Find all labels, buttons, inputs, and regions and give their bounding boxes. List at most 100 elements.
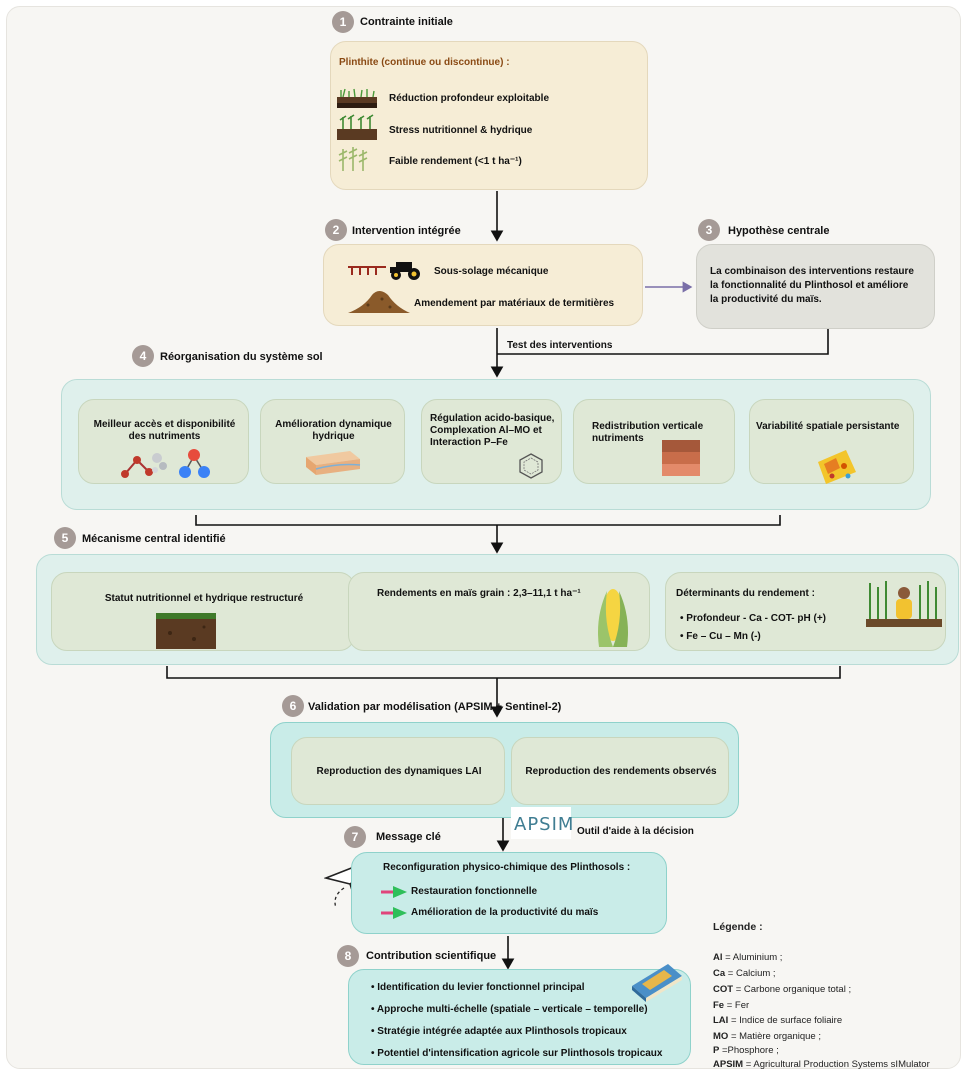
- step-title-3: Hypothèse centrale: [728, 225, 830, 237]
- legend-def: =Phosphore ;: [719, 1045, 779, 1056]
- card-lai-label: Reproduction des dynamiques LAI: [316, 766, 482, 777]
- constraint-item-1: Réduction profondeur exploitable: [389, 93, 550, 104]
- card-variabilite: Variabilité spatiale persistante: [749, 399, 914, 484]
- card-5-line-1: Variabilité spatiale persistante: [756, 421, 900, 432]
- contribution-bullet-3: • Stratégie intégrée adaptée aux Plintho…: [371, 1026, 627, 1037]
- intervention-item-2: Amendement par matériaux de termitières: [414, 298, 615, 309]
- determinants-title: Déterminants du rendement :: [676, 588, 815, 599]
- legend-item: MO = Matière organique ;: [713, 1031, 821, 1042]
- card-rendements-obs-label: Reproduction des rendements observés: [525, 766, 717, 777]
- hypothesis-line-3: la productivité du maïs.: [710, 294, 822, 305]
- card-1-line-2: des nutriments: [128, 431, 201, 442]
- contribution-item-1: Identification du levier fonctionnel pri…: [377, 982, 585, 993]
- water-molecule-icon: [177, 446, 211, 485]
- box-validation: Reproduction des dynamiques LAI Reproduc…: [270, 722, 739, 818]
- legend-def: = Calcium ;: [725, 968, 776, 979]
- step-badge-3: 3: [698, 219, 720, 241]
- legend-abbr: Ca: [713, 968, 726, 979]
- legend-def: = Indice de surface foliaire: [728, 1015, 843, 1026]
- legend-abbr: Fe: [713, 1000, 725, 1011]
- step-badge-4: 4: [132, 345, 154, 367]
- card-determinants: Déterminants du rendement : • Profondeur…: [665, 572, 946, 651]
- box-reorganisation: Meilleur accès et disponibilité des nutr…: [61, 379, 931, 510]
- step-title-1: Contrainte initiale: [360, 16, 453, 28]
- step-badge-1: 1: [332, 11, 354, 33]
- card-1-line-1: Meilleur accès et disponibilité: [93, 419, 236, 430]
- contribution-item-3: Stratégie intégrée adaptée aux Plinthoso…: [377, 1026, 627, 1037]
- legend-def: = Agricultural Production Systems sIMula…: [743, 1059, 930, 1070]
- legend-def: = Aluminium ;: [722, 952, 783, 963]
- card-3-line-2: Complexation Al–MO et: [430, 425, 542, 436]
- contribution-bullet-4: • Potentiel d'intensification agricole s…: [371, 1048, 663, 1059]
- card-redistribution: Redistribution verticale nutriments: [573, 399, 735, 484]
- corn-cob-icon: [593, 577, 633, 656]
- legend-item: Fe = Fer: [713, 1000, 749, 1011]
- card-rendements-label: Rendements en maïs grain : 2,3–11,1 t ha…: [377, 588, 581, 599]
- legend-item: Ca = Calcium ;: [713, 968, 776, 979]
- legend-abbr: LAI: [713, 1015, 729, 1026]
- book-icon: [628, 960, 684, 1007]
- card-hydrique: Amélioration dynamique hydrique: [260, 399, 405, 484]
- determinant-item-2: Fe – Cu – Mn (-): [686, 631, 761, 642]
- molecule-icon: [119, 448, 169, 485]
- card-statut: Statut nutritionnel et hydrique restruct…: [51, 572, 355, 651]
- legend-item: LAI = Indice de surface foliaire: [713, 1015, 842, 1026]
- card-4-line-1: Redistribution verticale: [592, 421, 704, 432]
- box-contrainte: Plinthite (continue ou discontinue) : Ré…: [330, 41, 648, 190]
- legend-item: APSIM = Agricultural Production Systems …: [713, 1059, 930, 1070]
- box-hypothese: La combinaison des interventions restaur…: [696, 244, 935, 329]
- bracket-4: [195, 515, 781, 526]
- legend-abbr: Al: [713, 952, 723, 963]
- card-3-line-3: Interaction P–Fe: [430, 437, 508, 448]
- contribution-bullet-2: • Approche multi-échelle (spatiale – ver…: [371, 1004, 648, 1015]
- contribution-item-2: Approche multi-échelle (spatiale – verti…: [376, 1004, 648, 1015]
- spatial-map-icon: [814, 446, 858, 491]
- benzene-ring-icon: [515, 450, 547, 487]
- step-badge-8: 8: [337, 945, 359, 967]
- soil-profile-icon: [662, 440, 700, 481]
- arrow-right-icon: [381, 906, 407, 924]
- maize-icon: [337, 145, 373, 176]
- card-2-line-1: Amélioration dynamique: [275, 419, 392, 430]
- apsim-logo-text: APSIM: [514, 814, 575, 835]
- legend-abbr: MO: [713, 1031, 729, 1042]
- soil-strata-icon: [304, 449, 362, 482]
- message-title: Reconfiguration physico-chimique des Pli…: [383, 862, 631, 873]
- plant-icon: [337, 114, 377, 145]
- arrow-right-icon: [381, 885, 407, 903]
- contribution-bullet-1: • Identification du levier fonctionnel p…: [371, 982, 585, 993]
- step-title-2: Intervention intégrée: [352, 225, 461, 237]
- legend-def: = Fer: [724, 1000, 750, 1011]
- step-badge-6: 6: [282, 695, 304, 717]
- step-title-6: Validation par modélisation (APSIM + Sen…: [308, 701, 562, 713]
- box-mecanisme: Statut nutritionnel et hydrique restruct…: [36, 554, 959, 665]
- box-message: Reconfiguration physico-chimique des Pli…: [351, 852, 667, 934]
- card-rendements-obs: Reproduction des rendements observés: [511, 737, 729, 805]
- card-rendements: Rendements en maïs grain : 2,3–11,1 t ha…: [348, 572, 650, 651]
- hypothesis-line-1: La combinaison des interventions restaur…: [710, 266, 914, 277]
- step-badge-2: 2: [325, 219, 347, 241]
- card-regulation: Régulation acido-basique, Complexation A…: [421, 399, 562, 484]
- apsim-label: Outil d'aide à la décision: [577, 826, 694, 837]
- legend-title: Légende :: [713, 921, 763, 933]
- plough-tractor-icon: [346, 259, 424, 286]
- legend-item: Al = Aluminium ;: [713, 952, 782, 963]
- step-title-7: Message clé: [376, 831, 441, 843]
- termite-mound-icon: [346, 287, 412, 320]
- soil-layer-icon: [337, 88, 377, 113]
- step-title-5: Mécanisme central identifié: [82, 533, 226, 545]
- constraint-item-3: Faible rendement (<1 t ha⁻¹): [389, 156, 522, 167]
- box-contribution: • Identification du levier fonctionnel p…: [348, 969, 691, 1065]
- box-intervention: Sous-solage mécanique Amendement par mat…: [323, 244, 643, 326]
- message-item-2: Amélioration de la productivité du maïs: [411, 907, 599, 918]
- legend-item: COT = Carbone organique total ;: [713, 984, 851, 995]
- farmer-icon: [866, 579, 942, 632]
- hypothesis-line-2: la fonctionnalité du Plinthosol et améli…: [710, 280, 909, 291]
- test-label: Test des interventions: [507, 340, 613, 351]
- legend-abbr: P: [713, 1045, 720, 1056]
- card-4-line-2: nutriments: [592, 433, 644, 444]
- step-badge-7: 7: [344, 826, 366, 848]
- step-title-8: Contribution scientifique: [366, 950, 497, 962]
- card-3-line-1: Régulation acido-basique,: [430, 413, 555, 424]
